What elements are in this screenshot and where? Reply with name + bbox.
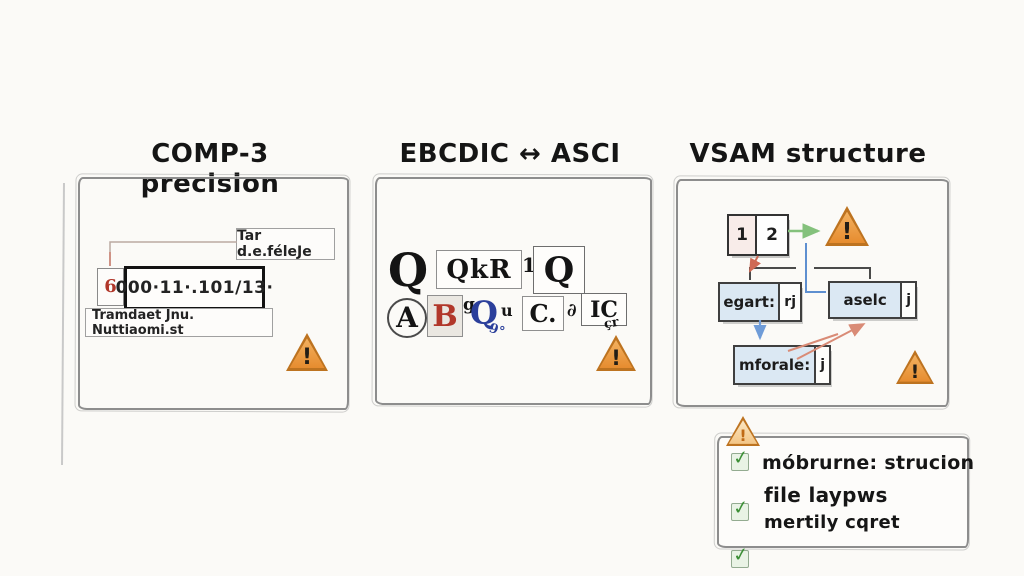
panel-title-ebcdic: EBCDIC ↔ ASCI xyxy=(399,139,621,169)
caption-box: Tramdaet Jnu. Nuttiaomi.st xyxy=(85,307,273,338)
ebcdic-letter-a: A xyxy=(396,301,418,334)
vsam-node-right-label: aselc xyxy=(843,291,887,309)
panel-comp3 xyxy=(78,177,349,410)
ebcdic-flourish-ic: çr xyxy=(602,314,620,333)
check-icon: ✓ xyxy=(731,495,751,521)
panel-ebcdic xyxy=(375,177,652,405)
display-value: 000·11·.101/13· xyxy=(115,278,274,298)
vsam-root-node: 1 2 xyxy=(727,214,789,256)
check-icon: ✓ xyxy=(731,445,751,471)
vsam-node-left-suffix: rj xyxy=(778,284,800,320)
vsam-node-left: egart: rj xyxy=(718,282,802,322)
vsam-node-bottom-suffix: j xyxy=(814,347,829,383)
vsam-node-right-suffix: j xyxy=(900,283,915,317)
vsam-node-bottom: mforale: j xyxy=(733,345,831,385)
vsam-root-cell-2: 2 xyxy=(757,216,787,254)
ebcdic-letter-box-qkr: QkR xyxy=(436,250,522,289)
ebcdic-letter-partial: ∂ xyxy=(567,300,577,321)
sign-digit-box: 6 xyxy=(97,268,124,306)
checklist-item: móbrurne: strucion xyxy=(762,452,975,474)
ebcdic-letter-g: g xyxy=(463,295,475,315)
checklist-item: file laypws xyxy=(764,483,888,507)
ebcdic-letter-q-blue: Q xyxy=(470,294,498,332)
panel-title-vsam: VSAM structure xyxy=(689,139,927,169)
field-label: Tar d.e.féleJe xyxy=(237,228,312,260)
ebcdic-letter-box-ic: IC xyxy=(581,293,627,326)
vsam-node-left-label: egart: xyxy=(723,293,775,311)
caption-label: Tramdaet Jnu. Nuttiaomi.st xyxy=(92,307,195,338)
ebcdic-letter-q-large: Q xyxy=(388,243,429,297)
field-label-box: Tar d.e.féleJe xyxy=(236,228,335,260)
ebcdic-digit-1: 1 xyxy=(522,253,536,277)
packed-decimal-display: 000·11·.101/13· xyxy=(116,266,273,310)
sign-digit: 6 xyxy=(104,276,117,297)
checkbox-icon: ✓ xyxy=(731,496,750,521)
vsam-root-cell-1: 1 xyxy=(729,216,757,254)
ebcdic-letter-u: u xyxy=(501,301,513,320)
ebcdic-letter-box-b-red: B xyxy=(427,295,463,337)
vsam-node-right: aselc j xyxy=(828,281,917,319)
pencil-stray-line xyxy=(61,182,65,466)
check-icon: ✓ xyxy=(731,542,751,568)
checkbox-icon: ✓ xyxy=(731,543,750,568)
panel-vsam xyxy=(676,179,949,407)
vsam-node-bottom-label: mforale: xyxy=(738,356,811,374)
ebcdic-letter-a-circle: A xyxy=(387,298,427,338)
ebcdic-letter-box-c: C. xyxy=(522,296,564,331)
ebcdic-letter-box-q: Q xyxy=(533,246,585,294)
checklist-item: mertily cqret xyxy=(764,512,900,533)
checkbox-icon: ✓ xyxy=(731,446,750,471)
checklist-panel xyxy=(717,436,969,548)
